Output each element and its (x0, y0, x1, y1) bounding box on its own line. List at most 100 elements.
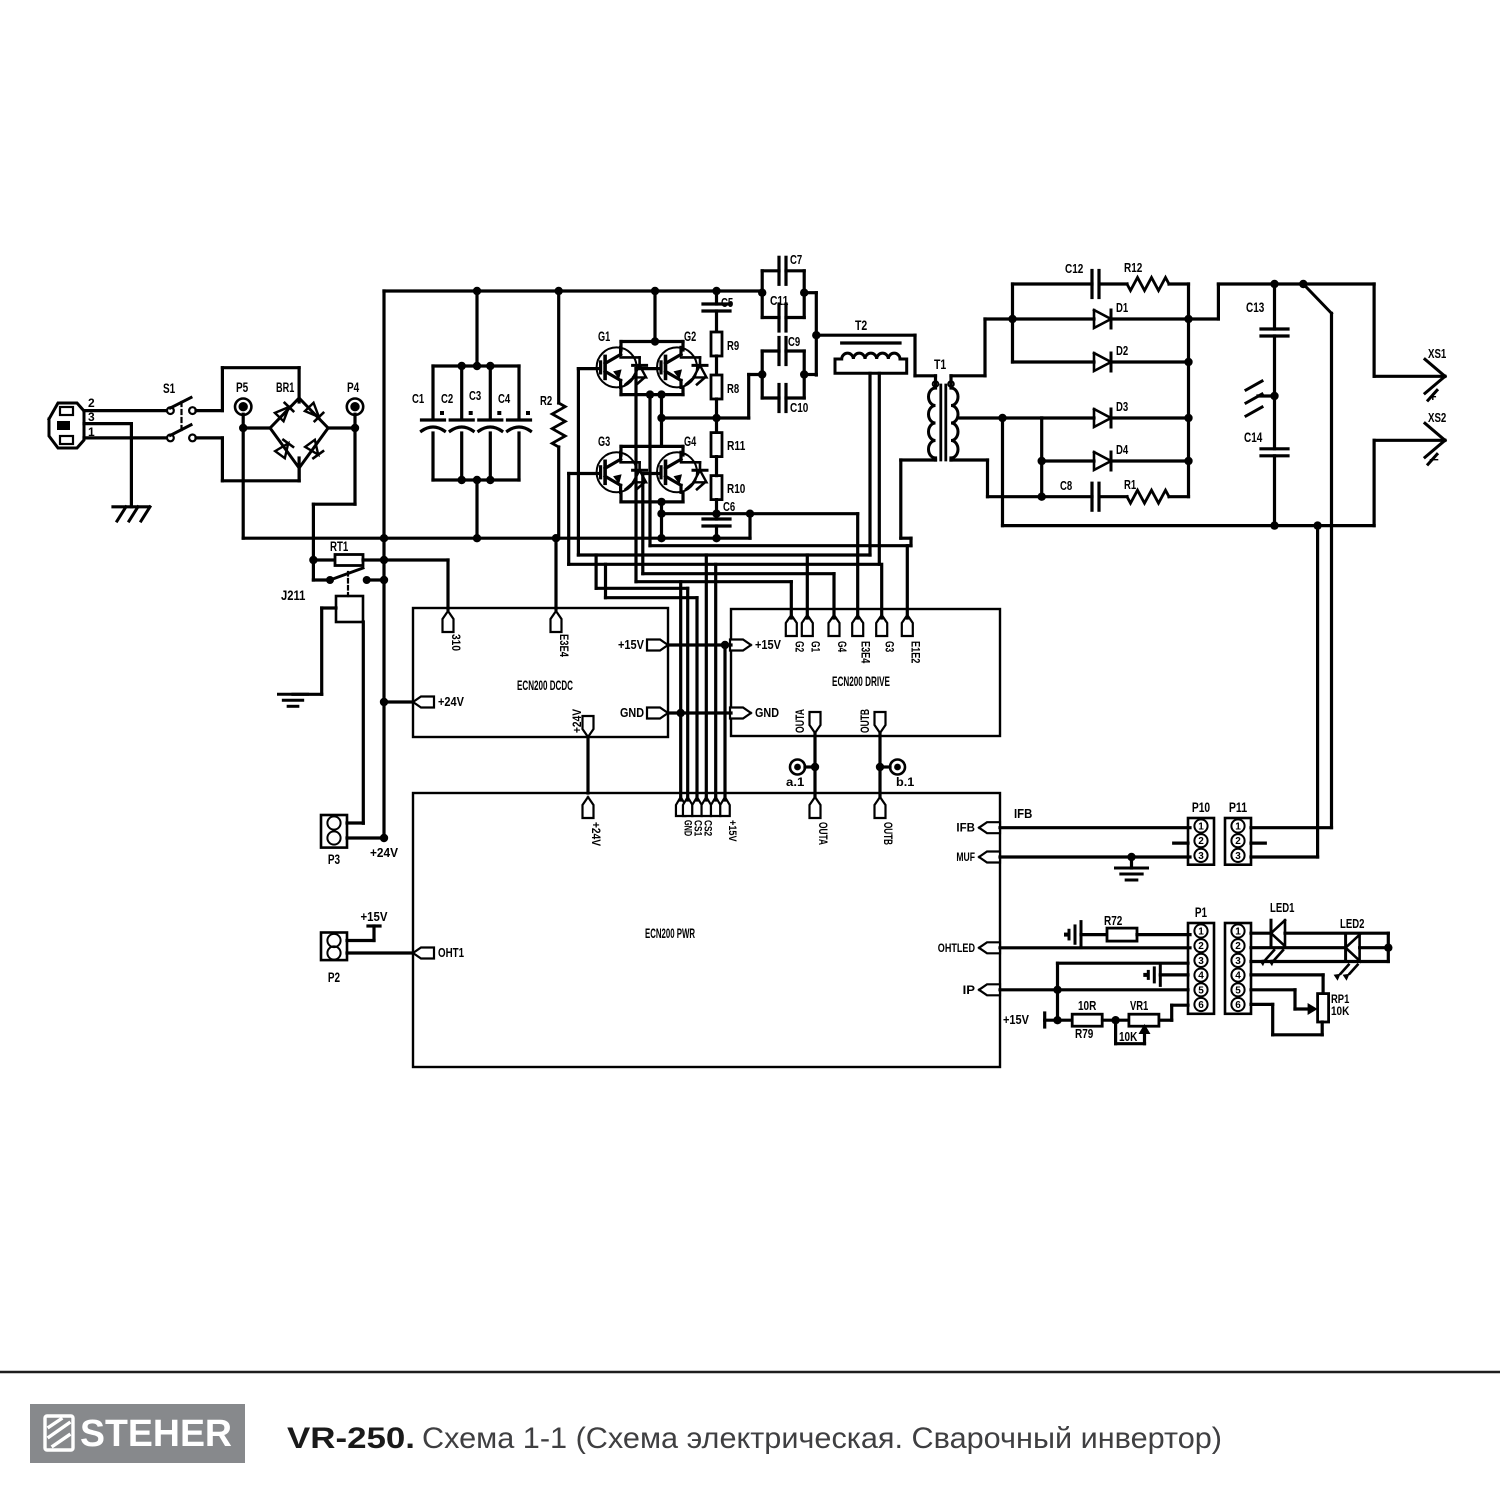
svg-text:BR1: BR1 (276, 380, 295, 395)
svg-text:2: 2 (1235, 941, 1241, 952)
svg-text:2: 2 (1198, 836, 1204, 847)
svg-text:P4: P4 (347, 380, 360, 395)
svg-text:S1: S1 (163, 381, 176, 396)
svg-text:3: 3 (1198, 851, 1204, 862)
svg-text:D4: D4 (1116, 443, 1128, 457)
svg-text:C13: C13 (1246, 300, 1265, 315)
svg-text:LED1: LED1 (1270, 900, 1294, 915)
svg-text:6: 6 (1198, 1000, 1204, 1011)
svg-text:J211: J211 (281, 588, 306, 603)
svg-text:C12: C12 (1065, 261, 1083, 276)
svg-text:D3: D3 (1116, 400, 1128, 414)
svg-text:G1: G1 (598, 329, 611, 344)
svg-text:5: 5 (1235, 985, 1241, 996)
svg-text:4: 4 (1235, 971, 1241, 982)
svg-text:10R: 10R (1078, 999, 1096, 1013)
svg-text:G2: G2 (684, 329, 696, 344)
svg-text:G3: G3 (598, 434, 611, 449)
svg-text:P2: P2 (328, 970, 340, 985)
svg-text:CS1: CS1 (692, 820, 704, 836)
svg-text:5: 5 (1198, 985, 1204, 996)
svg-text:+15V: +15V (755, 638, 782, 652)
svg-text:3: 3 (1235, 956, 1241, 967)
svg-text:G3: G3 (883, 641, 895, 652)
svg-text:C1: C1 (412, 392, 424, 406)
svg-text:+24V: +24V (589, 822, 601, 846)
svg-text:XS2: XS2 (1428, 410, 1446, 425)
svg-text:G1: G1 (808, 641, 820, 653)
svg-text:OUTA: OUTA (816, 822, 828, 845)
svg-text:R2: R2 (540, 393, 552, 408)
svg-text:C7: C7 (790, 252, 802, 267)
svg-text:T1: T1 (934, 357, 947, 372)
svg-text:MUF: MUF (956, 850, 975, 864)
svg-text:R72: R72 (1104, 913, 1122, 928)
svg-text:6: 6 (1235, 1000, 1241, 1011)
svg-text:P10: P10 (1192, 800, 1210, 815)
svg-text:+: + (1429, 389, 1437, 404)
svg-text:3: 3 (1198, 956, 1204, 967)
svg-text:+15V: +15V (361, 910, 389, 924)
svg-text:GND: GND (755, 706, 779, 720)
svg-text:2: 2 (1235, 836, 1241, 847)
svg-text:P1: P1 (1195, 905, 1208, 920)
svg-text:C4: C4 (498, 392, 510, 406)
svg-text:G4: G4 (684, 434, 697, 449)
svg-text:P11: P11 (1229, 800, 1248, 815)
svg-text:C5: C5 (721, 295, 733, 310)
svg-text:C2: C2 (441, 392, 453, 406)
svg-text:+24V: +24V (370, 845, 398, 860)
svg-text:C6: C6 (723, 499, 735, 514)
svg-text:GND: GND (620, 706, 644, 720)
svg-text:R79: R79 (1075, 1026, 1093, 1041)
svg-text:1: 1 (1235, 927, 1241, 938)
svg-text:2: 2 (1198, 941, 1204, 952)
svg-text:T2: T2 (855, 318, 867, 333)
svg-text:G2: G2 (792, 641, 804, 652)
svg-text:GND: GND (682, 820, 694, 836)
svg-text:3: 3 (88, 410, 95, 424)
svg-text:−: − (1429, 452, 1440, 467)
svg-text:OHT1: OHT1 (438, 946, 464, 960)
svg-text:OUTB: OUTB (860, 709, 872, 733)
svg-text:10K: 10K (1119, 1030, 1137, 1044)
svg-text:ECN200 PWR: ECN200 PWR (645, 925, 695, 941)
svg-text:C11: C11 (770, 293, 788, 308)
svg-text:R9: R9 (727, 339, 739, 353)
svg-text:4: 4 (1198, 971, 1204, 982)
svg-text:10K: 10K (1331, 1004, 1350, 1018)
svg-text:OHTLED: OHTLED (938, 941, 975, 955)
svg-text:G4: G4 (835, 641, 847, 653)
svg-text:OUTB: OUTB (881, 822, 893, 845)
svg-text:1: 1 (88, 425, 95, 439)
svg-text:VR1: VR1 (1130, 999, 1148, 1013)
svg-text:+15V: +15V (1003, 1013, 1030, 1027)
svg-text:CS2: CS2 (701, 820, 713, 836)
svg-text:1: 1 (1198, 927, 1204, 938)
svg-text:E3E4: E3E4 (859, 641, 871, 664)
svg-text:+24V: +24V (438, 695, 465, 709)
svg-text:VR-250.: VR-250. (287, 1422, 415, 1455)
svg-text:XS1: XS1 (1428, 346, 1446, 361)
svg-text:E3E4: E3E4 (557, 634, 569, 657)
svg-text:+15V: +15V (618, 638, 645, 652)
svg-text:R11: R11 (727, 439, 745, 453)
svg-text:+15V: +15V (726, 820, 738, 842)
svg-text:IP: IP (963, 983, 975, 997)
svg-text:R10: R10 (727, 482, 745, 496)
svg-text:R8: R8 (727, 382, 739, 396)
svg-text:OUTA: OUTA (795, 709, 807, 733)
svg-text:3: 3 (1235, 851, 1241, 862)
svg-text:E1E2: E1E2 (908, 641, 920, 663)
svg-text:P5: P5 (236, 380, 249, 395)
svg-text:IFB: IFB (956, 821, 975, 835)
svg-text:2: 2 (88, 396, 95, 410)
svg-text:STEHER: STEHER (80, 1413, 232, 1455)
svg-text:D1: D1 (1116, 301, 1128, 315)
svg-text:C3: C3 (469, 389, 481, 403)
svg-text:C8: C8 (1060, 478, 1072, 493)
svg-text:LED2: LED2 (1340, 916, 1364, 931)
svg-text:P3: P3 (328, 852, 341, 867)
svg-text:1: 1 (1235, 822, 1241, 833)
svg-text:b.1: b.1 (896, 775, 915, 789)
